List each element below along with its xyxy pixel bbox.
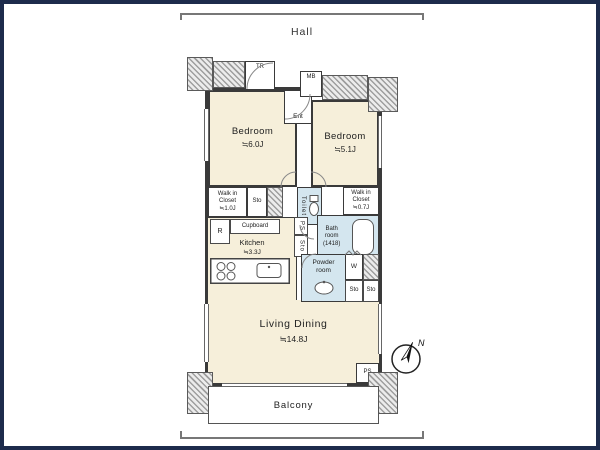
balcony: Balcony bbox=[208, 386, 379, 424]
bathroom-label: Bath room (1418) bbox=[323, 226, 340, 247]
bedroom-1-name: Bedroom bbox=[231, 126, 274, 138]
storage-2-label: Sto bbox=[366, 287, 376, 294]
compass-n-label: N bbox=[418, 338, 425, 348]
storage-a-label: Sto bbox=[252, 198, 262, 205]
meter-box-label: MB bbox=[306, 74, 316, 80]
compass-needle-light bbox=[400, 342, 414, 361]
boundary-line-bottom bbox=[180, 437, 424, 439]
bathtub-icon bbox=[352, 219, 374, 255]
balcony-label: Balcony bbox=[273, 399, 314, 411]
walk-in-closet-2: Walk in Closet ≒0.7J bbox=[343, 187, 379, 215]
kitchen-label: Kitchen ≒3.3J bbox=[214, 237, 290, 259]
window-right-living bbox=[377, 304, 382, 354]
meter-box: MB bbox=[300, 71, 322, 97]
storage-mid-label: Sto bbox=[298, 239, 305, 252]
wic1-line2: Closet bbox=[218, 198, 236, 205]
hall-boundary-line-top bbox=[180, 13, 424, 15]
trunk-room-box: TR bbox=[245, 61, 275, 90]
bedroom-2-area: ≒5.1J bbox=[334, 145, 356, 155]
storage-1: Sto bbox=[345, 280, 363, 302]
toilet-label: Toilet bbox=[300, 195, 307, 216]
wic2-line2: Closet bbox=[352, 197, 370, 204]
wic2-line3: ≒0.7J bbox=[352, 204, 370, 211]
pipe-space-label: PS bbox=[363, 369, 371, 376]
washer-space: W bbox=[345, 254, 363, 280]
kitchen-area: ≒3.3J bbox=[243, 249, 261, 257]
pillar-top-left bbox=[187, 57, 213, 91]
storage-2: Sto bbox=[363, 280, 379, 302]
room-living-dining: Living Dining ≒14.8J bbox=[208, 300, 379, 383]
wall-hatch-top-left bbox=[213, 61, 245, 88]
powder-line1: Powder bbox=[312, 259, 335, 266]
bedroom-1-area: ≒6.0J bbox=[241, 140, 264, 150]
kitchen-name: Kitchen bbox=[239, 238, 265, 248]
room-bedroom-2: Bedroom ≒5.1J bbox=[311, 100, 379, 187]
window-right-bedroom bbox=[377, 116, 382, 168]
storage-a: Sto bbox=[247, 187, 267, 217]
compass-circle bbox=[391, 344, 421, 374]
bottom-line-tick-right bbox=[422, 431, 424, 438]
compass-needle-dark bbox=[406, 342, 413, 364]
compass-needle bbox=[400, 342, 414, 364]
window-balcony-doors bbox=[222, 382, 347, 387]
toilet-icon bbox=[309, 195, 320, 216]
wic2-line1: Walk in bbox=[351, 190, 371, 197]
cupboard-label: Cupboard bbox=[241, 222, 269, 229]
washer-label: W bbox=[350, 262, 358, 270]
bedroom-2-name: Bedroom bbox=[324, 131, 366, 143]
wall-hatch-mid bbox=[267, 187, 283, 217]
window-left-living bbox=[204, 304, 209, 362]
wall-hatch-right bbox=[363, 254, 379, 280]
bathroom-line3: (1418) bbox=[323, 240, 341, 247]
hall-line-tick-left bbox=[180, 13, 182, 20]
cupboard-box: Cupboard bbox=[230, 219, 280, 234]
hall-label: Hall bbox=[290, 26, 314, 38]
wall-hatch-top-right bbox=[322, 75, 368, 100]
window-left-bedroom bbox=[204, 109, 209, 161]
walk-in-closet-1: Walk in Closet ≒1.0J bbox=[208, 187, 247, 217]
living-dining-area: ≒14.8J bbox=[279, 333, 308, 344]
room-bedroom-1: Bedroom ≒6.0J bbox=[208, 90, 297, 187]
pillar-top-right bbox=[368, 77, 398, 112]
living-dining-name: Living Dining bbox=[259, 318, 328, 331]
washbasin-icon bbox=[314, 280, 333, 295]
bathroom-line1: Bath bbox=[325, 226, 338, 233]
refrigerator-space: R bbox=[210, 219, 230, 244]
room-powder: Powder room bbox=[301, 254, 346, 302]
bathroom-line2: room bbox=[324, 233, 339, 240]
pipe-space-mid: PS bbox=[294, 217, 308, 235]
living-dining-label: Living Dining ≒14.8J bbox=[260, 318, 328, 345]
refrigerator-label: R bbox=[217, 227, 223, 235]
entrance-label: Ent bbox=[293, 112, 303, 120]
pipe-space-mid-label: PS bbox=[298, 220, 305, 231]
bottom-line-tick-left bbox=[180, 431, 182, 438]
powder-line2: room bbox=[316, 267, 331, 275]
wic1-line1: Walk in bbox=[217, 191, 238, 198]
storage-1-label: Sto bbox=[349, 287, 359, 294]
wic1-line3: ≒1.0J bbox=[219, 205, 236, 212]
hall-line-tick-right bbox=[422, 13, 424, 20]
trunk-room-label: TR bbox=[256, 64, 264, 70]
